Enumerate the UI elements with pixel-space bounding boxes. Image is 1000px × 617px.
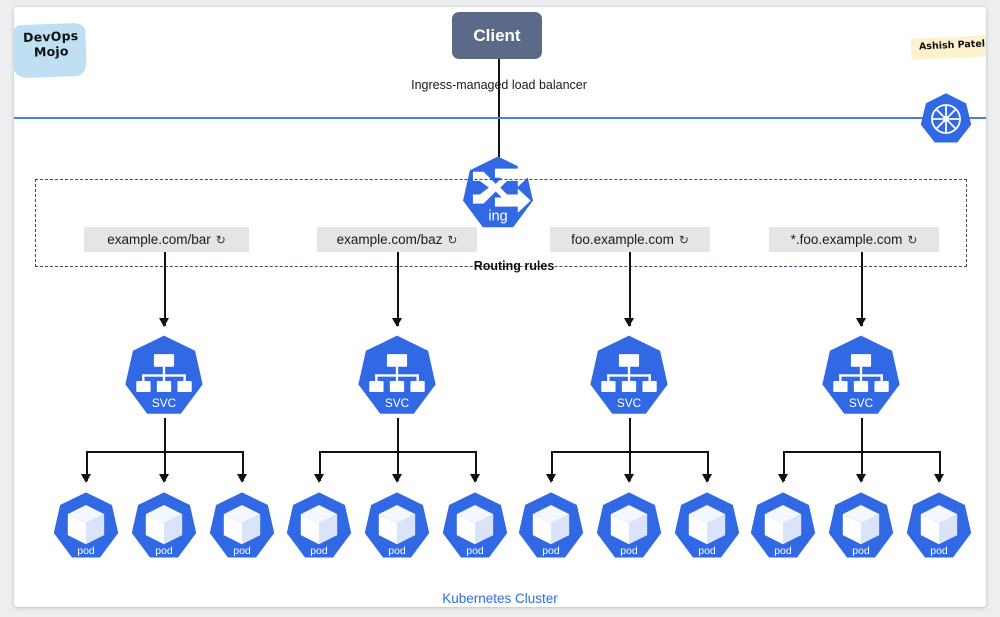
service-node-3[interactable]: SVC — [819, 334, 903, 418]
routing-rule-chip-2[interactable]: foo.example.com ↻ — [550, 227, 710, 252]
rule-to-svc-line-3 — [861, 252, 863, 326]
rule-to-svc-arrowhead-3 — [856, 318, 866, 327]
client-label: Client — [473, 25, 521, 45]
svc-to-pod-arrowhead-3-0 — [778, 474, 788, 483]
svc-to-pod-arrowhead-2-2 — [702, 474, 712, 483]
rule-to-svc-arrowhead-1 — [392, 318, 402, 327]
rule-to-svc-line-2 — [629, 252, 631, 326]
svc-to-pod-arrowhead-2-0 — [546, 474, 556, 483]
pod-label: pod — [466, 545, 484, 557]
pod-label: pod — [77, 545, 95, 557]
pod-label: pod — [388, 545, 406, 557]
pod-node-3-2[interactable]: pod — [904, 491, 974, 561]
svc-to-pod-arrowhead-0-1 — [159, 474, 169, 483]
svc-fanout-stem-2 — [629, 418, 631, 452]
rule-to-svc-line-1 — [397, 252, 399, 326]
cluster-boundary-line — [14, 117, 986, 119]
service-node-2[interactable]: SVC — [587, 334, 671, 418]
pod-node-2-1[interactable]: pod — [594, 491, 664, 561]
svc-to-pod-line-2-1 — [629, 451, 631, 481]
client-to-ingress-line — [498, 59, 500, 167]
svc-to-pod-line-1-1 — [397, 451, 399, 481]
svc-to-pod-arrowhead-2-1 — [624, 474, 634, 483]
load-balancer-label: Ingress-managed load balancer — [411, 78, 587, 92]
svc-to-pod-line-0-1 — [164, 451, 166, 481]
refresh-icon: ↻ — [907, 232, 918, 247]
pod-node-1-1[interactable]: pod — [362, 491, 432, 561]
routing-rule-chip-3[interactable]: *.foo.example.com ↻ — [769, 227, 939, 252]
svc-to-pod-line-1-2 — [475, 451, 477, 481]
pod-node-1-0[interactable]: pod — [284, 491, 354, 561]
service-label: SVC — [849, 397, 874, 410]
svc-to-pod-arrowhead-3-2 — [934, 474, 944, 483]
pod-node-2-2[interactable]: pod — [672, 491, 742, 561]
svc-to-pod-arrowhead-1-2 — [470, 474, 480, 483]
svc-to-pod-arrowhead-0-0 — [81, 474, 91, 483]
kubernetes-logo-icon — [918, 91, 974, 147]
cluster-caption: Kubernetes Cluster — [442, 591, 558, 606]
client-node[interactable]: Client — [452, 12, 542, 59]
svc-to-pod-line-3-1 — [861, 451, 863, 481]
pod-label: pod — [774, 545, 792, 557]
svc-to-pod-line-0-2 — [242, 451, 244, 481]
brand-line-1: DevOps — [22, 27, 79, 46]
routing-rule-host-1: example.com/baz — [336, 232, 443, 247]
routing-rule-host-3: *.foo.example.com — [790, 232, 903, 247]
svc-to-pod-line-3-2 — [939, 451, 941, 481]
routing-rule-host-2: foo.example.com — [571, 232, 674, 247]
svc-to-pod-arrowhead-1-1 — [392, 474, 402, 483]
rule-to-svc-line-0 — [164, 252, 166, 326]
pod-node-1-2[interactable]: pod — [440, 491, 510, 561]
svc-to-pod-line-3-0 — [783, 451, 785, 481]
svc-to-pod-line-0-0 — [86, 451, 88, 481]
rule-to-svc-arrowhead-0 — [159, 318, 169, 327]
service-node-1[interactable]: SVC — [355, 334, 439, 418]
routing-rule-chip-1[interactable]: example.com/baz ↻ — [317, 227, 477, 252]
pod-label: pod — [620, 545, 638, 557]
pod-node-0-2[interactable]: pod — [207, 491, 277, 561]
pod-node-3-1[interactable]: pod — [826, 491, 896, 561]
refresh-icon: ↻ — [215, 232, 226, 247]
pod-label: pod — [155, 545, 173, 557]
refresh-icon: ↻ — [447, 232, 458, 247]
service-node-0[interactable]: SVC — [122, 334, 206, 418]
routing-rule-chip-0[interactable]: example.com/bar ↻ — [84, 227, 249, 252]
pod-label: pod — [233, 545, 251, 557]
svc-fanout-stem-3 — [861, 418, 863, 452]
svc-to-pod-line-2-0 — [551, 451, 553, 481]
pod-node-0-1[interactable]: pod — [129, 491, 199, 561]
pod-node-2-0[interactable]: pod — [516, 491, 586, 561]
pod-label: pod — [310, 545, 328, 557]
routing-rules-label: Routing rules — [473, 259, 555, 273]
svc-to-pod-arrowhead-0-2 — [237, 474, 247, 483]
service-label: SVC — [617, 397, 642, 410]
pod-label: pod — [930, 545, 948, 557]
pod-label: pod — [852, 545, 870, 557]
svc-fanout-stem-0 — [164, 418, 166, 452]
devops-mojo-label: DevOps Mojo — [15, 28, 86, 61]
ingress-icon[interactable]: ing — [460, 155, 536, 231]
svc-to-pod-line-1-0 — [319, 451, 321, 481]
brand-line-2: Mojo — [33, 43, 69, 60]
service-label: SVC — [152, 397, 177, 410]
ingress-label: ing — [488, 208, 507, 224]
pod-label: pod — [542, 545, 560, 557]
rule-to-svc-arrowhead-2 — [624, 318, 634, 327]
svc-to-pod-arrowhead-1-0 — [314, 474, 324, 483]
svc-to-pod-arrowhead-3-1 — [856, 474, 866, 483]
pod-node-3-0[interactable]: pod — [748, 491, 818, 561]
pod-label: pod — [698, 545, 716, 557]
service-label: SVC — [385, 397, 410, 410]
diagram-card: DevOps Mojo Ashish Patel Client Ingress-… — [14, 7, 986, 607]
pod-node-0-0[interactable]: pod — [51, 491, 121, 561]
refresh-icon: ↻ — [678, 232, 689, 247]
svc-fanout-stem-1 — [397, 418, 399, 452]
routing-rules-box — [35, 179, 967, 267]
svc-to-pod-line-2-2 — [707, 451, 709, 481]
routing-rule-host-0: example.com/bar — [107, 232, 211, 247]
